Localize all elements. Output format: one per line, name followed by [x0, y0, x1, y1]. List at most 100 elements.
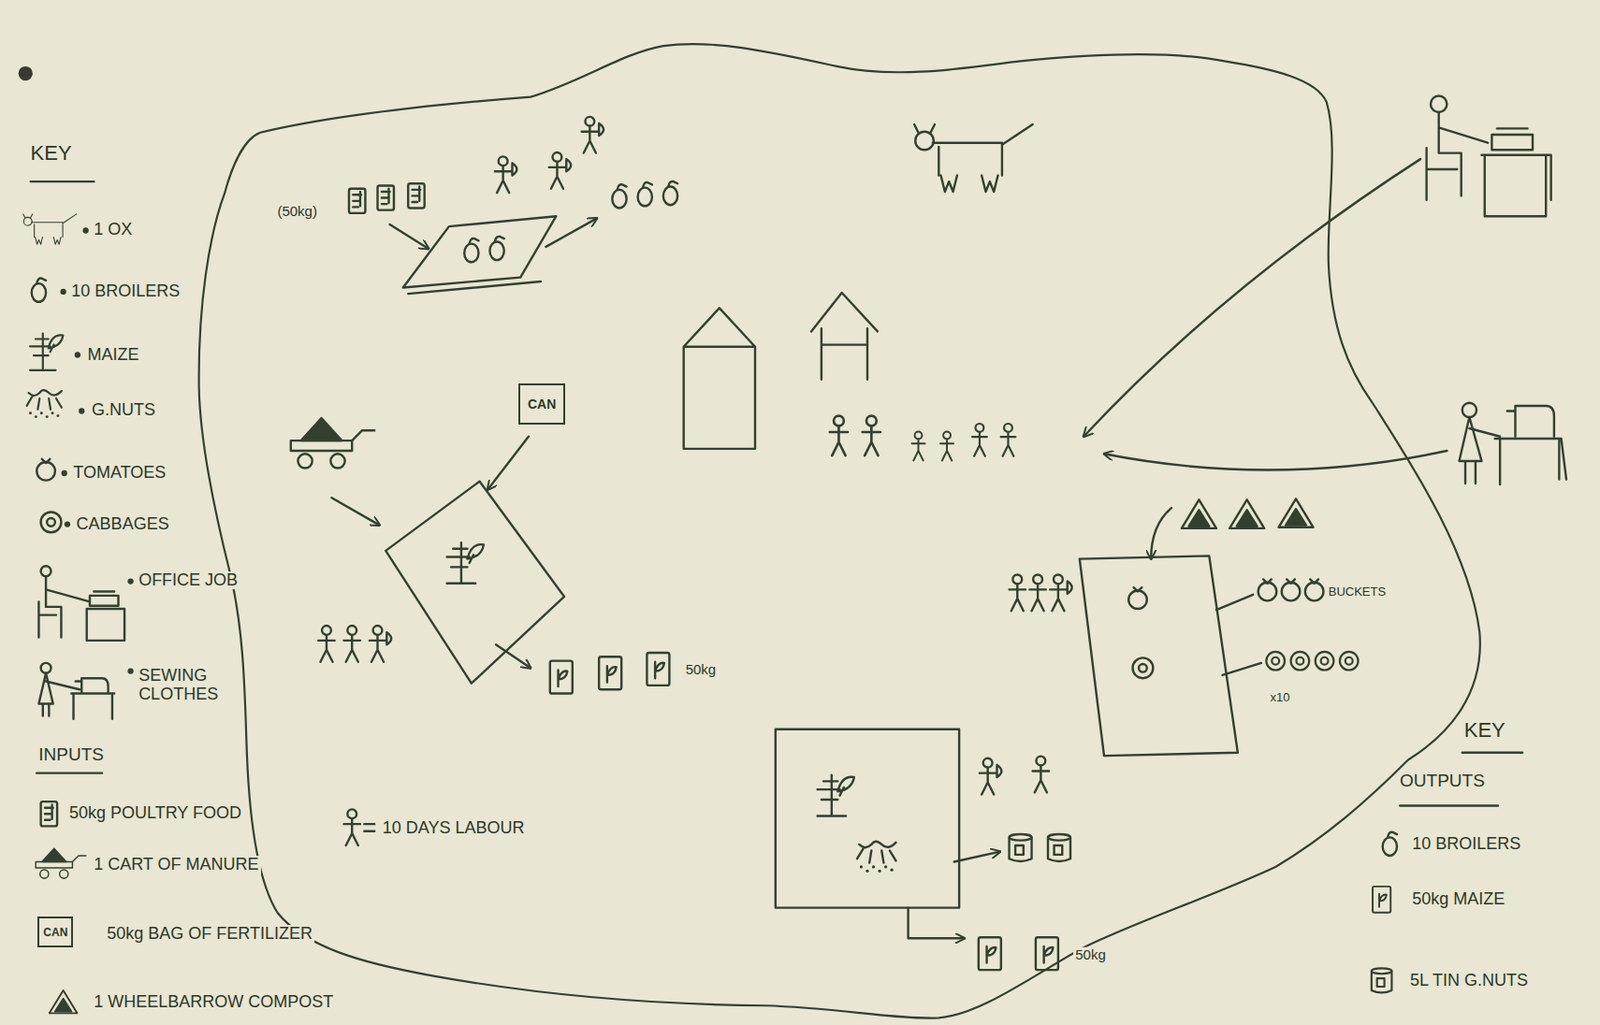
quantity-label: 50kg: [1073, 947, 1108, 964]
legend-text: 10 BROILERS: [1410, 835, 1523, 855]
office-job-icon: [87, 609, 125, 641]
cabbage-icon: [1133, 657, 1154, 679]
tomato-icon: [36, 459, 56, 481]
worker-figure: [581, 116, 604, 154]
groundnut-icon: [27, 390, 62, 419]
worker-figure: [1009, 575, 1026, 612]
worker-figure: [1032, 756, 1049, 794]
maize-bag: [646, 653, 670, 686]
broiler-icon: [1382, 832, 1397, 857]
flow-arrow: [487, 436, 529, 491]
groundnut-tin: [1009, 834, 1033, 862]
family-figure: [862, 416, 881, 457]
cabbage-icon: [41, 511, 62, 533]
office-job-icon: [38, 566, 125, 641]
maize-groundnut-field: [775, 729, 960, 909]
key-underline: [1399, 804, 1499, 807]
legend-text: MAIZE: [86, 346, 142, 365]
ink-drawing: [18, 43, 1567, 1019]
feed-bag: [407, 183, 424, 208]
hut: [811, 292, 878, 380]
office-job-icon: [41, 566, 52, 577]
legend-text: G.NUTS: [89, 402, 158, 422]
maize-icon: [817, 775, 855, 817]
family-figure: [912, 432, 926, 462]
cabbage: [1339, 652, 1359, 671]
worker-figure: [318, 625, 335, 663]
family-figure: [829, 416, 848, 457]
broiler: [611, 184, 626, 208]
feed-bag: [378, 185, 394, 210]
output-label: BUCKETS: [1326, 584, 1388, 598]
broiler-icon: [31, 278, 46, 303]
office-job-icon: [38, 576, 90, 638]
cabbage: [1315, 652, 1335, 671]
tomato: [1258, 579, 1278, 601]
flow-arrow: [495, 644, 531, 669]
family-figure: [862, 416, 881, 457]
equals-mark: [363, 824, 375, 832]
legend-text: CABBAGES: [74, 515, 172, 535]
maize-bag: [1035, 937, 1059, 971]
legend-text: 50kg BAG OF FERTILIZER: [104, 925, 315, 945]
worker-figure: [581, 116, 604, 154]
labour-icon: [344, 809, 361, 846]
leader-line: [1216, 595, 1253, 611]
compost-heap: [1181, 499, 1217, 529]
compost-heap: [1229, 499, 1265, 529]
sewing-worker: [1459, 417, 1501, 484]
sewing-worker: [1507, 406, 1555, 437]
key-dot: [84, 229, 88, 233]
legend-text: SEWING CLOTHES: [136, 667, 238, 705]
maize-bag: [598, 656, 622, 690]
groundnut-tin: [1009, 834, 1033, 862]
groundnut-icon: [857, 842, 896, 873]
leader-line: [1221, 663, 1261, 676]
maize-icon: [817, 775, 855, 817]
maize-bag: [646, 653, 670, 686]
worker-figure: [344, 625, 361, 663]
worker-figure: [1009, 575, 1026, 612]
compost-icon: [49, 990, 78, 1014]
farm-boundary: [199, 43, 1481, 1019]
compost-heap: [1278, 498, 1313, 528]
worker-figure: [318, 625, 335, 663]
maize-bag-icon: [1372, 887, 1391, 914]
legend-text: TOMATOES: [71, 464, 168, 483]
maize-icon: [447, 542, 484, 584]
key-dot: [129, 669, 133, 674]
compost-heap: [1278, 498, 1313, 528]
broiler-icon: [31, 278, 46, 303]
house: [683, 307, 756, 449]
legend-text: 10 DAYS LABOUR: [380, 819, 527, 839]
flow-arrow: [545, 218, 597, 248]
flow-arrow: [908, 908, 965, 940]
maize-bag: [598, 656, 622, 690]
key-dot: [129, 580, 133, 584]
legend-text: OFFICE JOB: [136, 571, 240, 591]
poultry-food-icon: [41, 801, 58, 827]
office-job-icon: [89, 592, 119, 607]
maize-bag-icon: [1372, 887, 1391, 914]
legend-text: 50kg MAIZE: [1410, 890, 1507, 910]
sewing-worker: [1459, 403, 1568, 485]
sewing-worker: [1462, 403, 1477, 418]
broiler: [663, 181, 678, 205]
flow-arrow: [390, 224, 429, 249]
worker-figure: [494, 156, 517, 193]
legend-text: 1 WHEELBARROW COMPOST: [91, 993, 335, 1013]
key-heading: KEY: [29, 141, 74, 164]
flow-arrow: [331, 497, 379, 525]
feed-bag: [349, 189, 365, 214]
broiler: [638, 182, 653, 206]
fertilizer-bag-box: CAN: [518, 383, 566, 425]
maize-icon: [447, 542, 484, 584]
groundnut-tin-icon: [1371, 968, 1393, 993]
worker-figure: [1049, 575, 1072, 612]
groundnut-tin-icon: [1371, 968, 1393, 993]
cabbage: [1315, 652, 1335, 671]
cabbage: [1265, 652, 1285, 671]
office-worker: [1426, 96, 1552, 218]
maize-bag: [978, 937, 1002, 971]
family-figure: [940, 432, 954, 462]
